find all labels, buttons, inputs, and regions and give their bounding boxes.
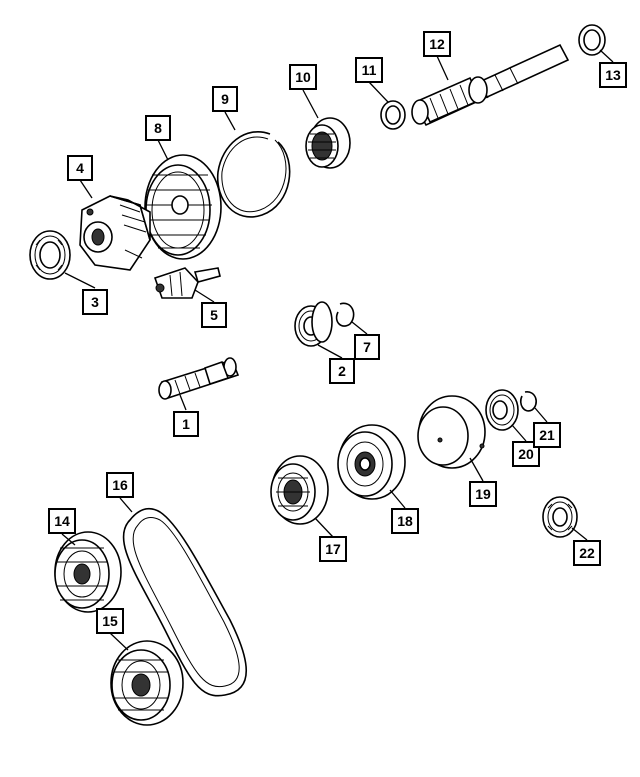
callout-label: 21 (539, 427, 555, 443)
callout-22: 22 (573, 540, 601, 566)
callout-9: 9 (212, 86, 238, 112)
part-3-bearing (29, 230, 71, 280)
callout-label: 9 (221, 91, 229, 107)
callout-label: 12 (429, 36, 445, 52)
part-12-output-shaft (411, 43, 570, 127)
callout-label: 14 (54, 513, 70, 529)
callout-label: 8 (154, 120, 162, 136)
callout-17: 17 (319, 536, 347, 562)
callout-label: 18 (397, 513, 413, 529)
part-11-washer (380, 100, 406, 130)
part-4-planetary-carrier (79, 195, 151, 271)
callout-12: 12 (423, 31, 451, 57)
callout-label: 20 (518, 446, 534, 462)
callout-label: 15 (102, 613, 118, 629)
part-8-ring-gear (144, 154, 222, 260)
callout-label: 4 (76, 160, 84, 176)
callout-21: 21 (533, 422, 561, 448)
callout-label: 2 (338, 363, 346, 379)
callout-label: 5 (210, 307, 218, 323)
part-7-snap-ring (335, 302, 355, 327)
callout-label: 11 (362, 62, 377, 78)
callout-5: 5 (201, 302, 227, 328)
callout-label: 16 (112, 477, 128, 493)
callout-11: 11 (355, 57, 383, 83)
part-17-sprocket-hub (270, 455, 329, 525)
callout-label: 19 (475, 486, 491, 502)
part-16-chain (122, 508, 247, 697)
part-22-bearing (542, 496, 578, 538)
callout-label: 10 (295, 69, 311, 85)
callout-4: 4 (67, 155, 93, 181)
callout-label: 3 (91, 294, 99, 310)
part-13-seal (578, 24, 606, 56)
callout-3: 3 (82, 289, 108, 315)
callout-label: 7 (363, 339, 371, 355)
callout-label: 17 (325, 541, 341, 557)
callout-label: 22 (579, 545, 595, 561)
part-21-snap-ring (519, 391, 537, 412)
callout-label: 1 (182, 416, 190, 432)
part-14-drive-sprocket (54, 531, 122, 613)
part-9-snap-ring (216, 131, 291, 218)
callout-8: 8 (145, 115, 171, 141)
callout-18: 18 (391, 508, 419, 534)
part-1-input-shaft (158, 357, 240, 400)
leader-lines (61, 49, 614, 651)
part-5-actuator (153, 267, 221, 299)
callout-16: 16 (106, 472, 134, 498)
callout-13: 13 (599, 62, 627, 88)
callout-7: 7 (354, 334, 380, 360)
callout-14: 14 (48, 508, 76, 534)
callout-15: 15 (96, 608, 124, 634)
part-19-ring (417, 395, 486, 469)
part-18-pulley (337, 424, 406, 500)
callout-19: 19 (469, 481, 497, 507)
callout-2: 2 (329, 358, 355, 384)
part-2-bearing (294, 301, 333, 347)
callout-1: 1 (173, 411, 199, 437)
part-10-bearing-gear (305, 117, 351, 169)
callout-10: 10 (289, 64, 317, 90)
part-15-driven-sprocket (110, 640, 184, 726)
part-20-bearing (485, 389, 519, 431)
callout-label: 13 (605, 67, 621, 83)
